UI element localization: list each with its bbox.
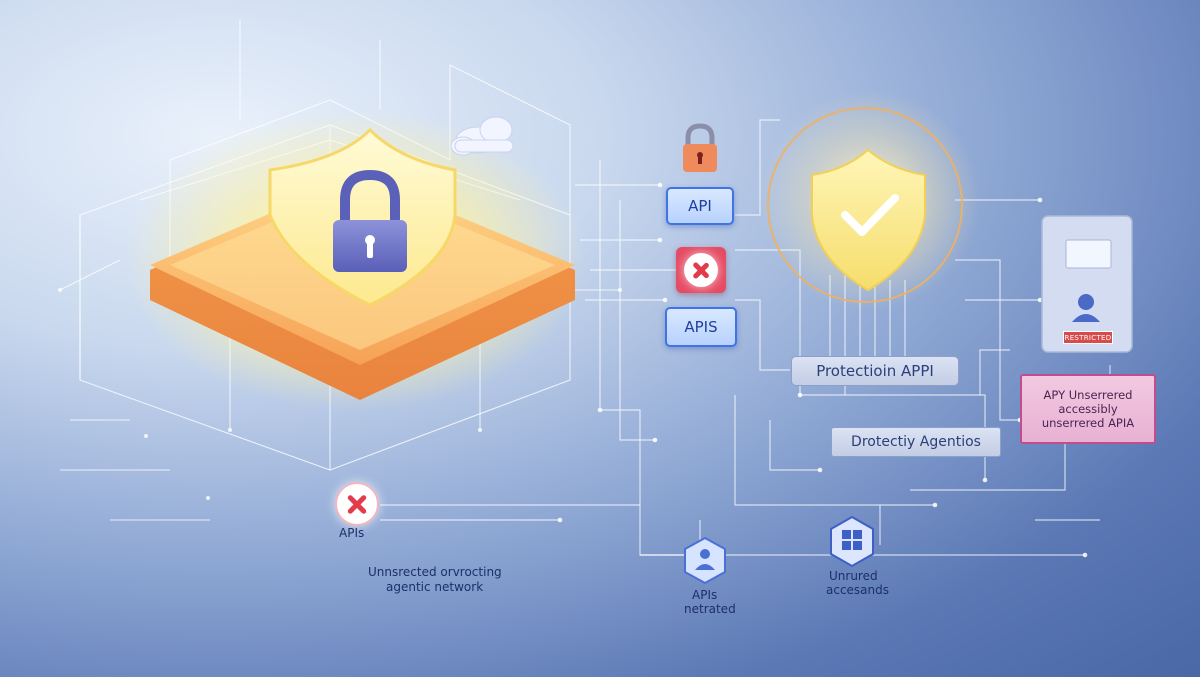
unsecured-api-label: APY Unserrered accessibly unserrered API… — [1041, 388, 1135, 430]
windows-icon — [830, 515, 874, 568]
protection-api-label: Protectioin APPI — [816, 362, 934, 380]
apis-node-mid: APIS — [665, 307, 737, 347]
agentics-label: Drotectiy Agentios — [851, 434, 981, 450]
padlock-icon-top — [683, 123, 717, 172]
x-square-icon — [676, 247, 726, 293]
padlock-shackle — [340, 169, 400, 225]
cloud-icon — [450, 116, 514, 156]
unsecured-network-label-2: agentic network — [386, 580, 484, 594]
unsecured-api-panel: APY Unserrered accessibly unserrered API… — [1020, 374, 1156, 444]
apis-node-mid-label: APIS — [684, 318, 718, 336]
user-hex — [684, 536, 726, 585]
unsured-label-2: accesands — [826, 583, 890, 597]
api-node-top: API — [666, 187, 734, 225]
api-node-top-label: API — [688, 197, 712, 215]
apis-bottom-label-1: APIs — [692, 588, 718, 602]
apis-bottom-label-2: netrated — [684, 602, 736, 616]
shield-ring — [767, 107, 963, 303]
x-icon — [335, 482, 379, 526]
user-icon — [1078, 294, 1094, 310]
unsured-label-1: Unrured — [829, 569, 878, 583]
agentics-panel: Drotectiy Agentios — [831, 427, 1001, 457]
protection-api-panel: Protectioin APPI — [791, 356, 959, 386]
apis-left-label: APIs — [339, 526, 365, 540]
shield-icon — [268, 127, 457, 307]
restricted-tag-label: RESTRICTED — [1064, 333, 1112, 342]
unsecured-network-label-1: Unnsrected orvrocting — [368, 565, 502, 579]
restricted-tag: RESTRICTED — [1063, 331, 1113, 344]
